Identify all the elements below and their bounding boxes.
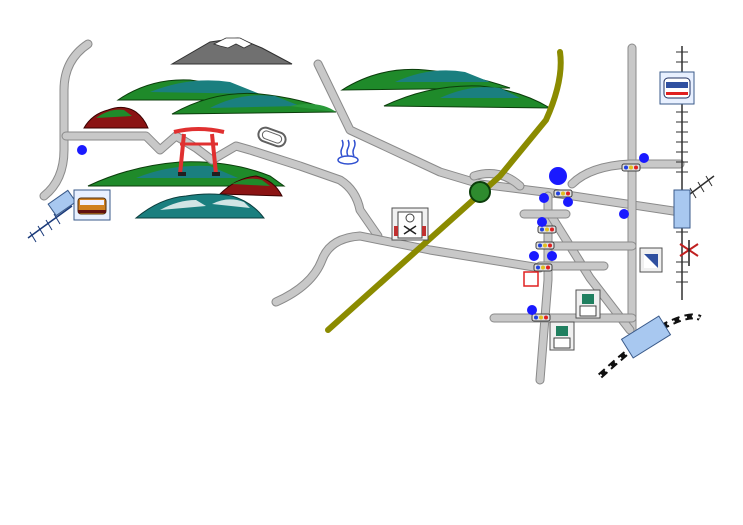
info-sign-icon (639, 247, 663, 273)
station-east-icon (673, 189, 691, 229)
mountain-range-north (83, 37, 552, 129)
red-hill-icon (83, 106, 149, 129)
traffic-light-icon (553, 189, 573, 198)
traffic-light-icon (533, 263, 553, 272)
railway-west (27, 189, 77, 243)
traffic-lights (531, 163, 641, 322)
bus-stop-icon (639, 153, 649, 163)
train-icon-west (73, 189, 111, 221)
mountain-range-south (87, 161, 286, 219)
mount-fuji-icon (170, 37, 293, 65)
hot-spring-icon (337, 139, 359, 165)
bus-stop-icon (527, 305, 537, 315)
interchange-icon (469, 181, 491, 203)
school-icon (391, 207, 429, 241)
bus-stop-icon (77, 145, 87, 155)
bus-stop-icon (549, 167, 567, 185)
traffic-light-icon (621, 163, 641, 172)
bus-stop-icon (537, 217, 547, 227)
loop-course-icon (257, 126, 287, 148)
station-west-icon (47, 189, 77, 217)
bus-stop-icon (563, 197, 573, 207)
green-hills-east-icon (340, 68, 552, 109)
building-icon-2 (549, 321, 575, 351)
traffic-light-icon (535, 241, 555, 250)
building-icon-1 (575, 289, 601, 319)
railway-crossing-icon (679, 240, 699, 266)
green-hills-icon (116, 79, 337, 115)
traffic-light-icon (537, 225, 557, 234)
bus-stop-icon (547, 251, 557, 261)
bus-stop-icon (539, 193, 549, 203)
station-southeast-icon (620, 315, 672, 359)
train-icon-east (659, 71, 695, 105)
bus-stop-icon (529, 251, 539, 261)
expressway (325, 49, 564, 333)
torii-gate-icon (173, 127, 225, 176)
traffic-light-icon (531, 313, 551, 322)
destination-marker (523, 271, 539, 287)
bus-stop-icon (619, 209, 629, 219)
bus-stops (77, 145, 649, 315)
